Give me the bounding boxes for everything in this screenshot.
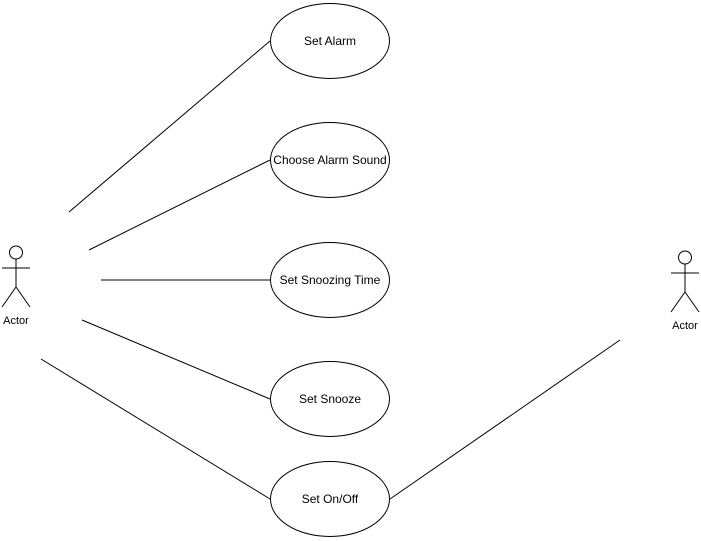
use-case-label: Set Snoozing Time bbox=[279, 273, 381, 287]
actor-stick-figure-icon bbox=[670, 250, 700, 313]
actor-stick-figure-icon bbox=[1, 245, 31, 308]
actor-label: Actor bbox=[3, 315, 29, 327]
use-case-choose-alarm-sound: Choose Alarm Sound bbox=[270, 122, 390, 198]
use-case-set-snoozing-time: Set Snoozing Time bbox=[270, 242, 390, 318]
association-line-left-choose-alarm-sound bbox=[88, 159, 271, 251]
association-line-left-set-snooze bbox=[81, 319, 271, 400]
use-case-set-snooze: Set Snooze bbox=[270, 361, 390, 437]
use-case-label: Set Alarm bbox=[303, 34, 357, 48]
association-line-left-set-alarm bbox=[68, 40, 271, 213]
use-case-set-alarm: Set Alarm bbox=[270, 3, 390, 79]
use-case-label: Choose Alarm Sound bbox=[273, 153, 387, 167]
actor-label: Actor bbox=[672, 320, 698, 332]
use-case-label: Set Snooze bbox=[298, 392, 362, 406]
actor-left: Actor bbox=[0, 244, 32, 327]
actor-right: Actor bbox=[669, 249, 701, 332]
use-case-label: Set On/Off bbox=[301, 492, 359, 506]
association-line-left-set-on-off bbox=[40, 358, 271, 500]
use-case-set-on-off: Set On/Off bbox=[270, 461, 390, 537]
association-line-right-set-on-off bbox=[389, 339, 621, 500]
